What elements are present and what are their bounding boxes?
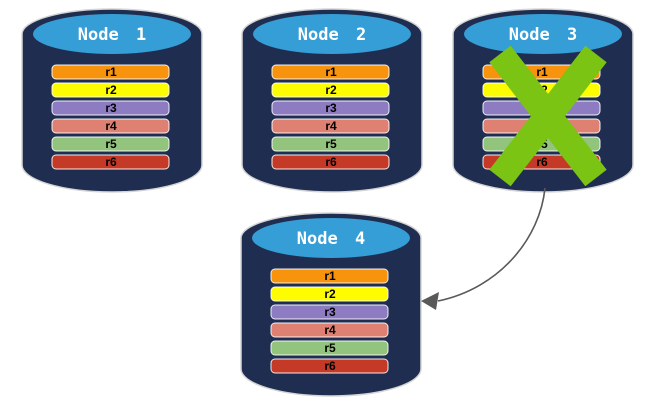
cylinder-top: [33, 14, 191, 54]
node-3: Node 3 r1 r2 r3 r4 r5 r6: [452, 8, 634, 196]
failover-arrow-head: [421, 292, 439, 310]
replica-bar: [51, 82, 170, 98]
replica-bar: [51, 100, 170, 116]
node-2-cylinder: Node 2 r1 r2 r3 r4 r5 r6: [241, 8, 423, 193]
replica-bar: [270, 286, 389, 302]
node-title: Node 2: [298, 25, 366, 45]
replica-bar: [51, 136, 170, 152]
node-title: Node 1: [78, 25, 146, 45]
replica-label: r5: [325, 137, 337, 151]
replica-label: r3: [105, 101, 117, 115]
replica-label: r1: [536, 65, 548, 79]
replica-label: r4: [325, 119, 337, 133]
replica-label: r2: [325, 83, 337, 97]
replica-label: r1: [325, 65, 337, 79]
cylinder-top: [253, 14, 411, 54]
replica-label: r1: [324, 269, 336, 283]
cylinder-top: [252, 218, 410, 258]
cylinder-top: [464, 14, 622, 54]
node-4-cylinder: Node 4 r1 r2 r3 r4 r5 r6: [240, 212, 422, 397]
node-1: Node 1 r1 r2 r3 r4 r5 r6: [21, 8, 203, 196]
replica-bar: [270, 340, 389, 356]
replica-label: r2: [324, 287, 336, 301]
replica-bar: [271, 100, 390, 116]
replica-label: r6: [324, 359, 336, 373]
replica-label: r3: [324, 305, 336, 319]
replica-label: r4: [105, 119, 117, 133]
replica-label: r4: [324, 323, 336, 337]
replica-label: r6: [325, 155, 337, 169]
replica-bar: [51, 154, 170, 170]
replica-label: r1: [105, 65, 117, 79]
node-4: Node 4 r1 r2 r3 r4 r5 r6: [240, 212, 422, 400]
replica-bar: [271, 64, 390, 80]
failure-x-icon: [489, 45, 607, 187]
replica-bar: [271, 154, 390, 170]
replica-bar: [270, 304, 389, 320]
replica-bar: [270, 322, 389, 338]
replica-bar: [270, 268, 389, 284]
replica-label: r6: [536, 155, 548, 169]
replica-bar: [271, 82, 390, 98]
node-1-cylinder: Node 1 r1 r2 r3 r4 r5 r6: [21, 8, 203, 193]
failover-arrow-line: [437, 187, 546, 302]
node-3-cylinder: Node 3 r1 r2 r3 r4 r5 r6: [452, 8, 634, 193]
replica-label: r3: [325, 101, 337, 115]
replica-label: r2: [105, 83, 117, 97]
replica-bar: [270, 358, 389, 374]
replica-bar: [271, 118, 390, 134]
node-title: Node 3: [509, 25, 577, 45]
node-2: Node 2 r1 r2 r3 r4 r5 r6: [241, 8, 423, 196]
replica-label: r6: [105, 155, 117, 169]
replica-label: r5: [105, 137, 117, 151]
node-title: Node 4: [297, 229, 365, 249]
replica-bar: [51, 64, 170, 80]
replica-bar: [271, 136, 390, 152]
replica-bar: [51, 118, 170, 134]
replica-label: r5: [324, 341, 336, 355]
